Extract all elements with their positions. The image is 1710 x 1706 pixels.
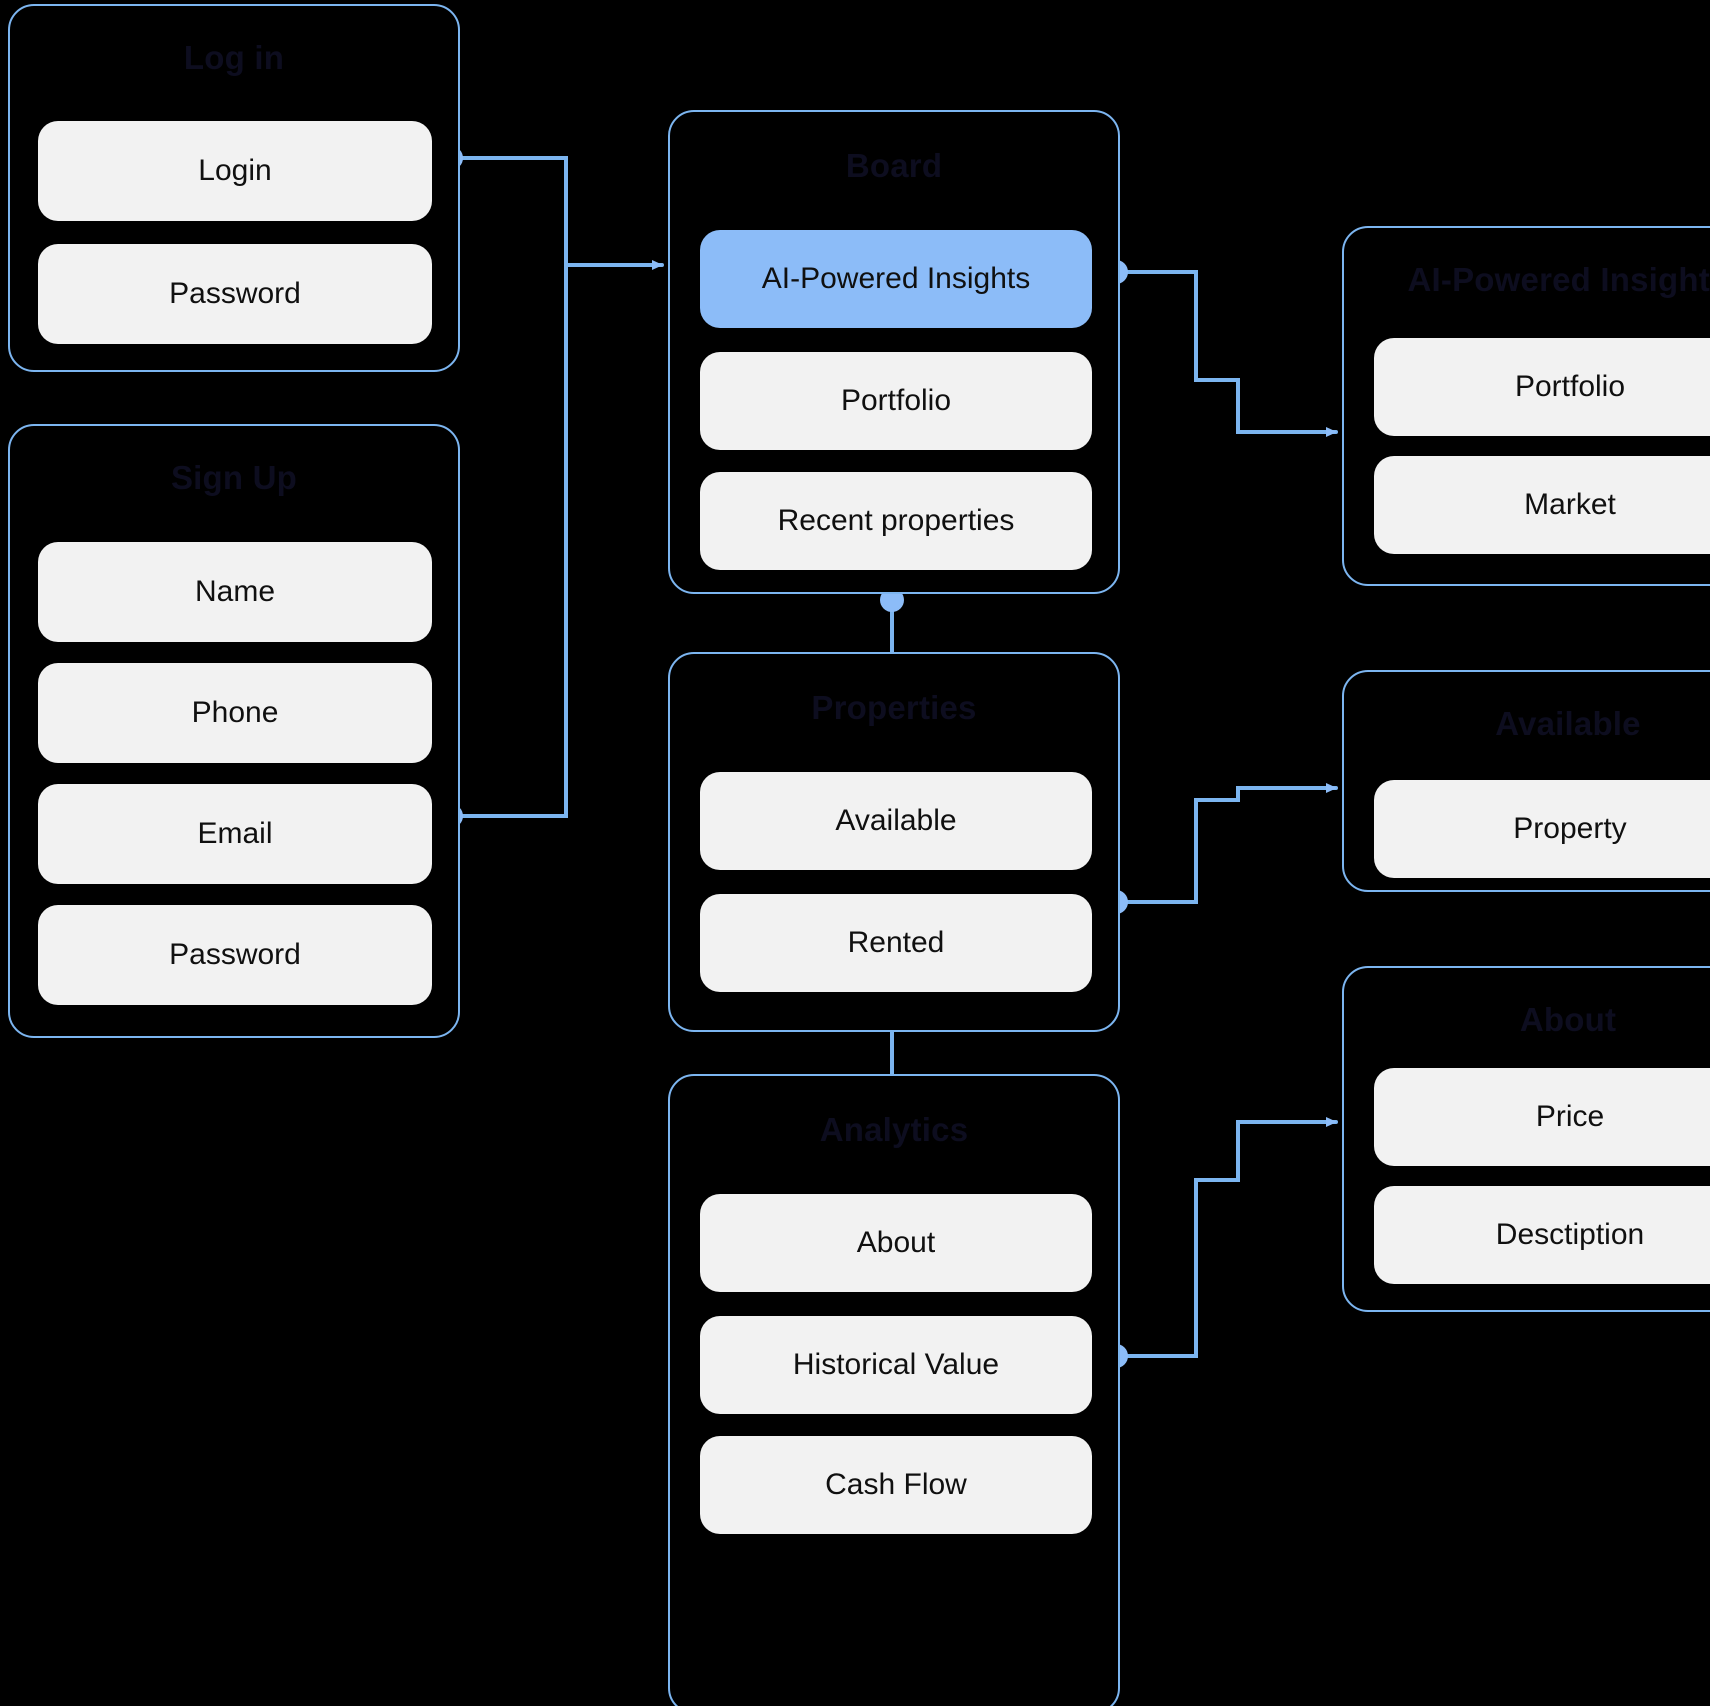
pill-analytics-historical-value[interactable]: Historical Value <box>700 1316 1092 1414</box>
card-signup-title: Sign Up <box>170 460 298 496</box>
wire-login-to-board <box>449 156 664 270</box>
card-properties-title: Properties <box>811 690 977 726</box>
card-available-title: Available <box>1495 706 1641 742</box>
wire-signup-to-board <box>449 263 568 818</box>
pill-signup-email[interactable]: Email <box>38 784 432 884</box>
pill-login-login[interactable]: Login <box>38 121 432 221</box>
card-ai-powered-insights[interactable]: AI-Powered Insights Portfolio Market <box>1342 226 1710 586</box>
pill-about-desctiption[interactable]: Desctiption <box>1374 1186 1710 1284</box>
pill-available-property[interactable]: Property <box>1374 780 1710 878</box>
pill-properties-available[interactable]: Available <box>700 772 1092 870</box>
card-login-title: Log in <box>183 40 285 76</box>
pill-properties-rented[interactable]: Rented <box>700 894 1092 992</box>
pill-ai-market[interactable]: Market <box>1374 456 1710 554</box>
card-ai-powered-insights-title: AI-Powered Insights <box>1407 262 1710 298</box>
wire-analytics-to-about <box>1114 1117 1338 1358</box>
card-login[interactable]: Log in Login Password <box>8 4 460 372</box>
wire-properties-to-available <box>1114 783 1338 904</box>
pill-board-recent-properties[interactable]: Recent properties <box>700 472 1092 570</box>
wire-board-to-ai <box>1114 270 1338 437</box>
card-properties[interactable]: Properties Available Rented <box>668 652 1120 1032</box>
pill-ai-portfolio[interactable]: Portfolio <box>1374 338 1710 436</box>
pill-signup-password[interactable]: Password <box>38 905 432 1005</box>
pill-signup-phone[interactable]: Phone <box>38 663 432 763</box>
card-about[interactable]: About Price Desctiption <box>1342 966 1710 1312</box>
pill-login-password[interactable]: Password <box>38 244 432 344</box>
pill-analytics-cash-flow[interactable]: Cash Flow <box>700 1436 1092 1534</box>
pill-analytics-about[interactable]: About <box>700 1194 1092 1292</box>
pill-board-portfolio[interactable]: Portfolio <box>700 352 1092 450</box>
pill-about-price[interactable]: Price <box>1374 1068 1710 1166</box>
pill-signup-name[interactable]: Name <box>38 542 432 642</box>
card-analytics-title: Analytics <box>819 1112 969 1148</box>
card-available[interactable]: Available Property <box>1342 670 1710 892</box>
pill-board-ai-powered-insights[interactable]: AI-Powered Insights <box>700 230 1092 328</box>
card-about-title: About <box>1519 1002 1617 1038</box>
card-signup[interactable]: Sign Up Name Phone Email Password <box>8 424 460 1038</box>
card-board[interactable]: Board AI-Powered Insights Portfolio Rece… <box>668 110 1120 594</box>
card-board-title: Board <box>845 148 943 184</box>
card-analytics[interactable]: Analytics About Historical Value Cash Fl… <box>668 1074 1120 1706</box>
